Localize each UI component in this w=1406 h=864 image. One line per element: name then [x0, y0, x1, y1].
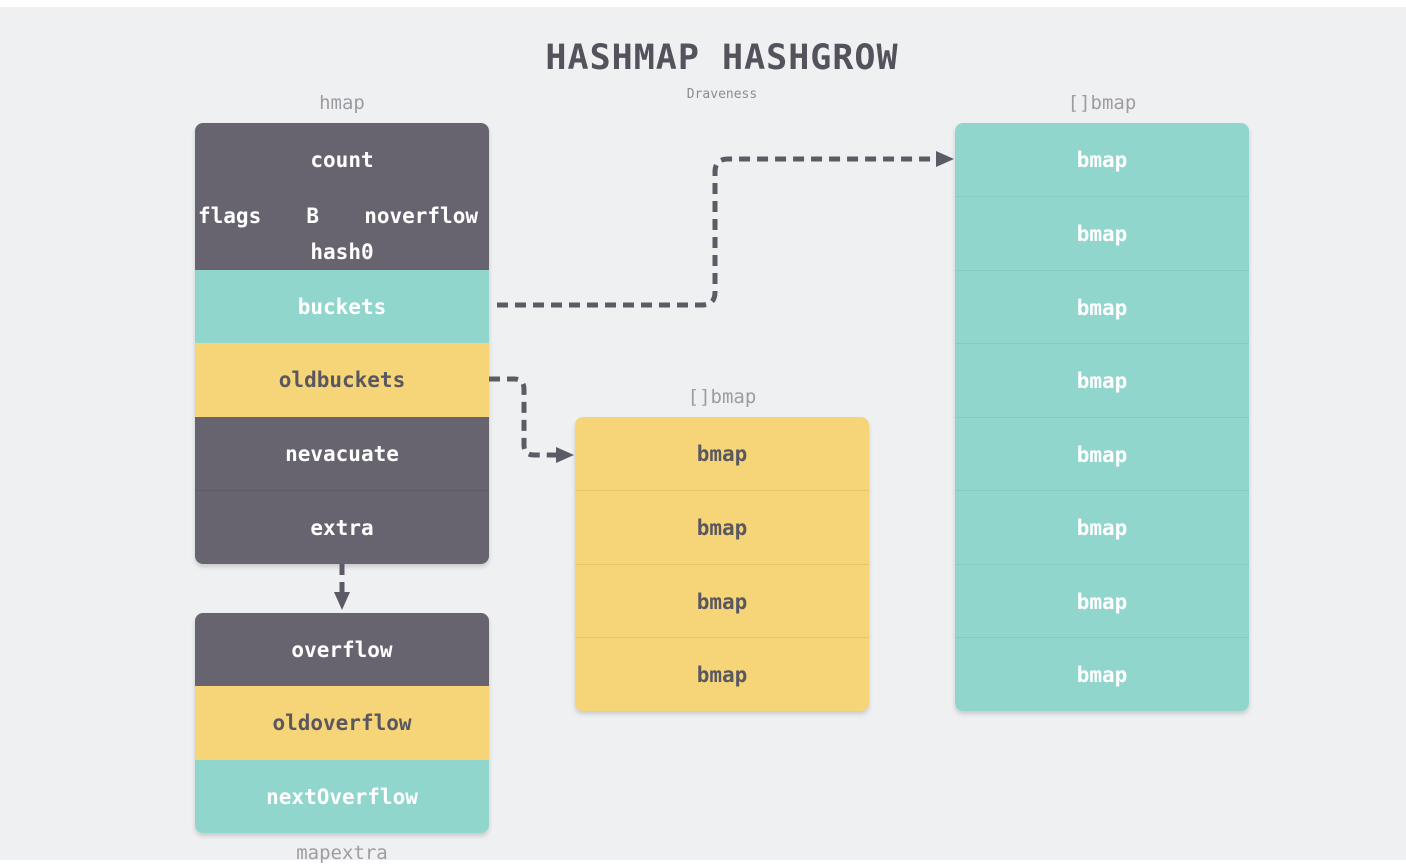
hmap-noverflow-field: noverflow — [364, 203, 478, 228]
hmap-b-field: B — [306, 203, 320, 228]
arrowhead-icon — [334, 592, 350, 610]
new-buckets-label: []bmap — [1067, 92, 1137, 114]
new-bucket-cell: bmap — [955, 123, 1249, 196]
hmap-flags-row: flags B noverflow — [195, 197, 489, 234]
hmap-nevacuate-field: nevacuate — [195, 417, 489, 490]
old-bucket-cell: bmap — [575, 417, 869, 490]
old-bucket-cell: bmap — [575, 564, 869, 638]
arrowhead-icon — [556, 447, 574, 463]
old-buckets-label: []bmap — [687, 386, 757, 408]
new-bucket-cell: bmap — [955, 490, 1249, 565]
old-buckets-array: bmap bmap bmap bmap — [575, 417, 869, 711]
hmap-extra-field: extra — [195, 490, 489, 564]
oldbuckets-arrow — [489, 376, 556, 458]
hmap-flags-field: flags — [198, 203, 262, 228]
new-bucket-cell: bmap — [955, 564, 1249, 638]
new-bucket-cell: bmap — [955, 270, 1249, 344]
new-bucket-cell: bmap — [955, 196, 1249, 271]
new-bucket-cell: bmap — [955, 343, 1249, 418]
new-bucket-cell: bmap — [955, 637, 1249, 711]
hmap-hash0-field: hash0 — [195, 234, 489, 270]
mapextra-oldoverflow-field: oldoverflow — [195, 686, 489, 760]
old-bucket-cell: bmap — [575, 490, 869, 565]
diagram-title: HASHMAP HASHGROW — [545, 38, 899, 78]
hmap-struct: count flags B noverflow hash0 buckets ol… — [195, 123, 489, 564]
mapextra-nextoverflow-field: nextOverflow — [195, 760, 489, 833]
new-buckets-array: bmap bmap bmap bmap bmap bmap bmap bmap — [955, 123, 1249, 711]
buckets-arrow — [497, 156, 936, 308]
mapextra-overflow-field: overflow — [195, 613, 489, 686]
mapextra-label: mapextra — [296, 842, 388, 864]
hmap-count-field: count — [195, 123, 489, 197]
old-bucket-cell: bmap — [575, 637, 869, 711]
new-bucket-cell: bmap — [955, 417, 1249, 491]
diagram-subtitle: Draveness — [686, 87, 758, 102]
hmap-label: hmap — [319, 92, 365, 114]
hmap-buckets-field: buckets — [195, 270, 489, 343]
hmap-oldbuckets-field: oldbuckets — [195, 343, 489, 417]
mapextra-struct: overflow oldoverflow nextOverflow — [195, 613, 489, 833]
arrowhead-icon — [936, 151, 954, 167]
